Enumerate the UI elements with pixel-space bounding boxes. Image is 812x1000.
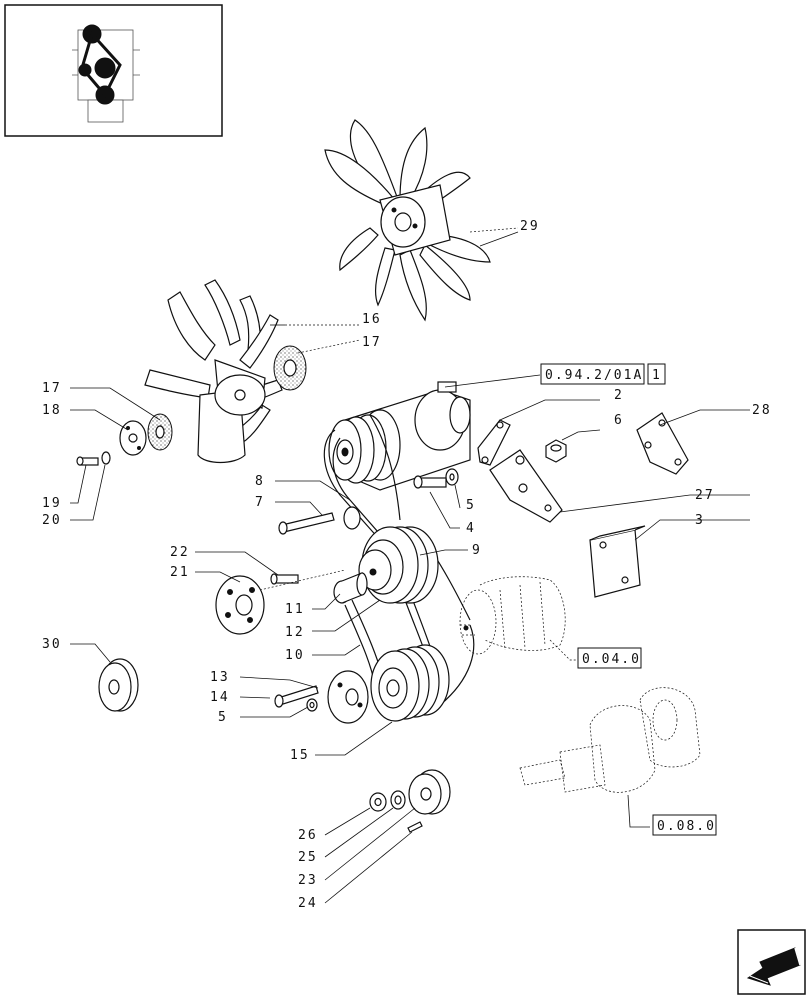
- ref-box-1[interactable]: 1: [647, 363, 666, 385]
- callout-6: 6: [614, 413, 624, 428]
- nut-6: [545, 439, 567, 463]
- callout-18: 18: [42, 403, 62, 418]
- callout-30: 30: [42, 637, 62, 652]
- screw-19: [76, 456, 99, 466]
- key-24: [407, 821, 423, 833]
- callout-13: 13: [210, 670, 230, 685]
- pulley-15: [370, 644, 450, 722]
- callout-15: 15: [290, 748, 310, 763]
- crankshaft-ref-0-08-0: [519, 687, 701, 793]
- pulley-12: [343, 506, 439, 604]
- callout-11: 11: [285, 602, 305, 617]
- callout-3: 3: [695, 513, 705, 528]
- callout-2: 2: [614, 388, 624, 403]
- bolt-13: [274, 685, 319, 708]
- callout-19: 19: [42, 496, 62, 511]
- callout-5-lower: 5: [218, 710, 228, 725]
- callout-28: 28: [752, 403, 772, 418]
- ref-label-0-94-2-01a: 0.94.2/01A: [545, 368, 643, 383]
- plate-3: [589, 525, 646, 598]
- washer-5-lower: [306, 698, 318, 712]
- washer-20: [101, 451, 111, 465]
- ref-box-0-94-2-01a[interactable]: 0.94.2/01A: [540, 363, 645, 385]
- callout-23: 23: [298, 873, 318, 888]
- callout-17-left: 17: [42, 381, 62, 396]
- bolt-7: [278, 512, 335, 535]
- plate-18: [119, 420, 147, 456]
- flange-21: [215, 575, 265, 635]
- callout-17-top: 17: [362, 335, 382, 350]
- next-page-arrow-icon[interactable]: [737, 929, 806, 995]
- bracket-2: [477, 419, 511, 466]
- callout-5-upper: 5: [466, 498, 476, 513]
- gear-23: [408, 769, 451, 815]
- engine-locator-thumbnail-icon[interactable]: [4, 4, 223, 137]
- ref-label-0-08-0: 0.08.0: [657, 819, 716, 834]
- callout-20: 20: [42, 513, 62, 528]
- callout-8: 8: [255, 474, 265, 489]
- screw-22: [270, 573, 299, 585]
- callout-24: 24: [298, 896, 318, 911]
- callout-27: 27: [695, 488, 715, 503]
- flange-14: [327, 670, 369, 724]
- callout-10: 10: [285, 648, 305, 663]
- fan-16: [144, 279, 283, 464]
- callout-12: 12: [285, 625, 305, 640]
- callout-7: 7: [255, 495, 265, 510]
- alternator-ref-0-04-0: [459, 576, 566, 655]
- bracket-27: [489, 449, 563, 523]
- washer-5-upper: [445, 468, 459, 486]
- screw-4: [413, 475, 447, 489]
- ref-box-0-04-0[interactable]: 0.04.0: [577, 647, 642, 669]
- callout-4: 4: [466, 521, 476, 536]
- callout-9: 9: [472, 543, 482, 558]
- ref-label-0-04-0: 0.04.0: [582, 652, 641, 667]
- ref-box-0-08-0[interactable]: 0.08.0: [652, 814, 717, 836]
- damper-30: [98, 658, 139, 712]
- spacer-17-left: [147, 413, 173, 451]
- callout-21: 21: [170, 565, 190, 580]
- callout-29: 29: [520, 219, 540, 234]
- fan-29: [324, 119, 491, 322]
- callout-26: 26: [298, 828, 318, 843]
- callout-25: 25: [298, 850, 318, 865]
- callout-16: 16: [362, 312, 382, 327]
- ref-label-1: 1: [652, 368, 662, 383]
- hub-11: [333, 572, 368, 604]
- bushing-26: [369, 792, 387, 812]
- callout-14: 14: [210, 690, 230, 705]
- plate-28: [636, 412, 689, 475]
- spacer-17-top: [273, 345, 307, 391]
- callout-22: 22: [170, 545, 190, 560]
- ring-25: [390, 790, 406, 810]
